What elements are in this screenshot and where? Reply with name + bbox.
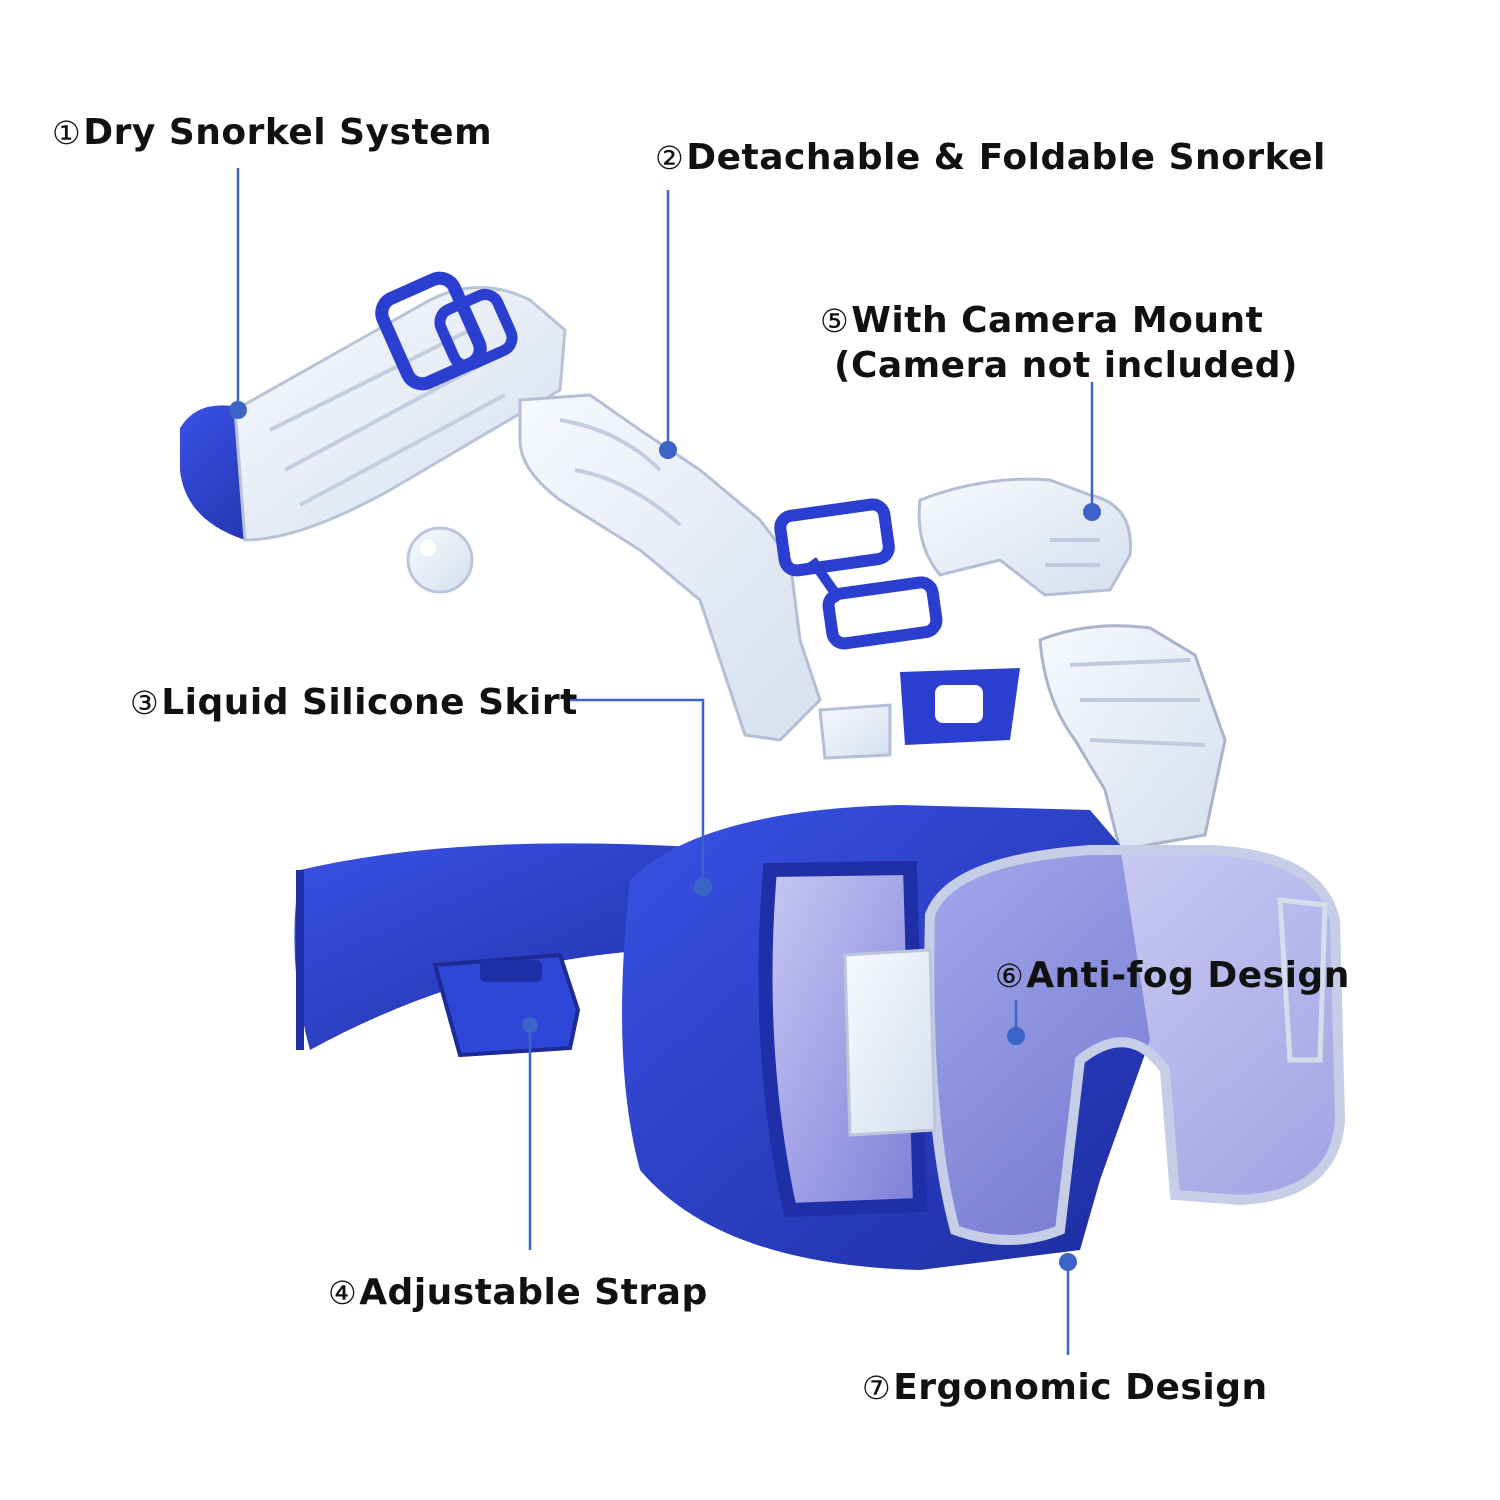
- mask-snorkel-connector: [1038, 624, 1227, 852]
- callout-text: With Camera Mount: [851, 300, 1264, 341]
- callout-subtext: (Camera not included): [834, 345, 1298, 386]
- detachable-snorkel-tube-part: [518, 393, 892, 760]
- callout-number: ⑦: [862, 1369, 892, 1407]
- callout-number: ⑥: [995, 957, 1025, 995]
- callout-number: ④: [328, 1274, 358, 1312]
- leader-line-3: [570, 698, 705, 887]
- callout-number: ①: [52, 114, 82, 152]
- leader-lines: [236, 168, 1094, 1355]
- anti-fog-lens-part: [843, 845, 1346, 1245]
- callout-detachable-foldable-snorkel: ②Detachable & Foldable Snorkel: [655, 135, 1326, 180]
- callout-camera-mount: ⑤With Camera Mount (Camera not included): [820, 298, 1298, 388]
- callout-text: Anti-fog Design: [1026, 955, 1350, 996]
- callout-liquid-silicone-skirt: ③Liquid Silicone Skirt: [130, 680, 578, 725]
- dry-snorkel-top-part: [180, 271, 567, 542]
- callout-text: Adjustable Strap: [359, 1272, 708, 1313]
- blue-clip-parts: [774, 498, 1020, 745]
- callout-text: Detachable & Foldable Snorkel: [686, 137, 1326, 178]
- camera-mount-part: [917, 477, 1132, 597]
- callout-number: ②: [655, 139, 685, 177]
- ball-valve-part: [406, 526, 474, 594]
- callout-ergonomic-design: ⑦Ergonomic Design: [862, 1365, 1268, 1410]
- callout-adjustable-strap: ④Adjustable Strap: [328, 1270, 708, 1315]
- callout-anti-fog-design: ⑥Anti-fog Design: [995, 953, 1350, 998]
- callout-number: ③: [130, 684, 160, 722]
- callout-text: Ergonomic Design: [893, 1367, 1268, 1408]
- callout-text: Liquid Silicone Skirt: [161, 682, 578, 723]
- callout-number: ⑤: [820, 302, 850, 340]
- callout-text: Dry Snorkel System: [83, 112, 493, 153]
- callout-dry-snorkel-system: ①Dry Snorkel System: [52, 110, 492, 155]
